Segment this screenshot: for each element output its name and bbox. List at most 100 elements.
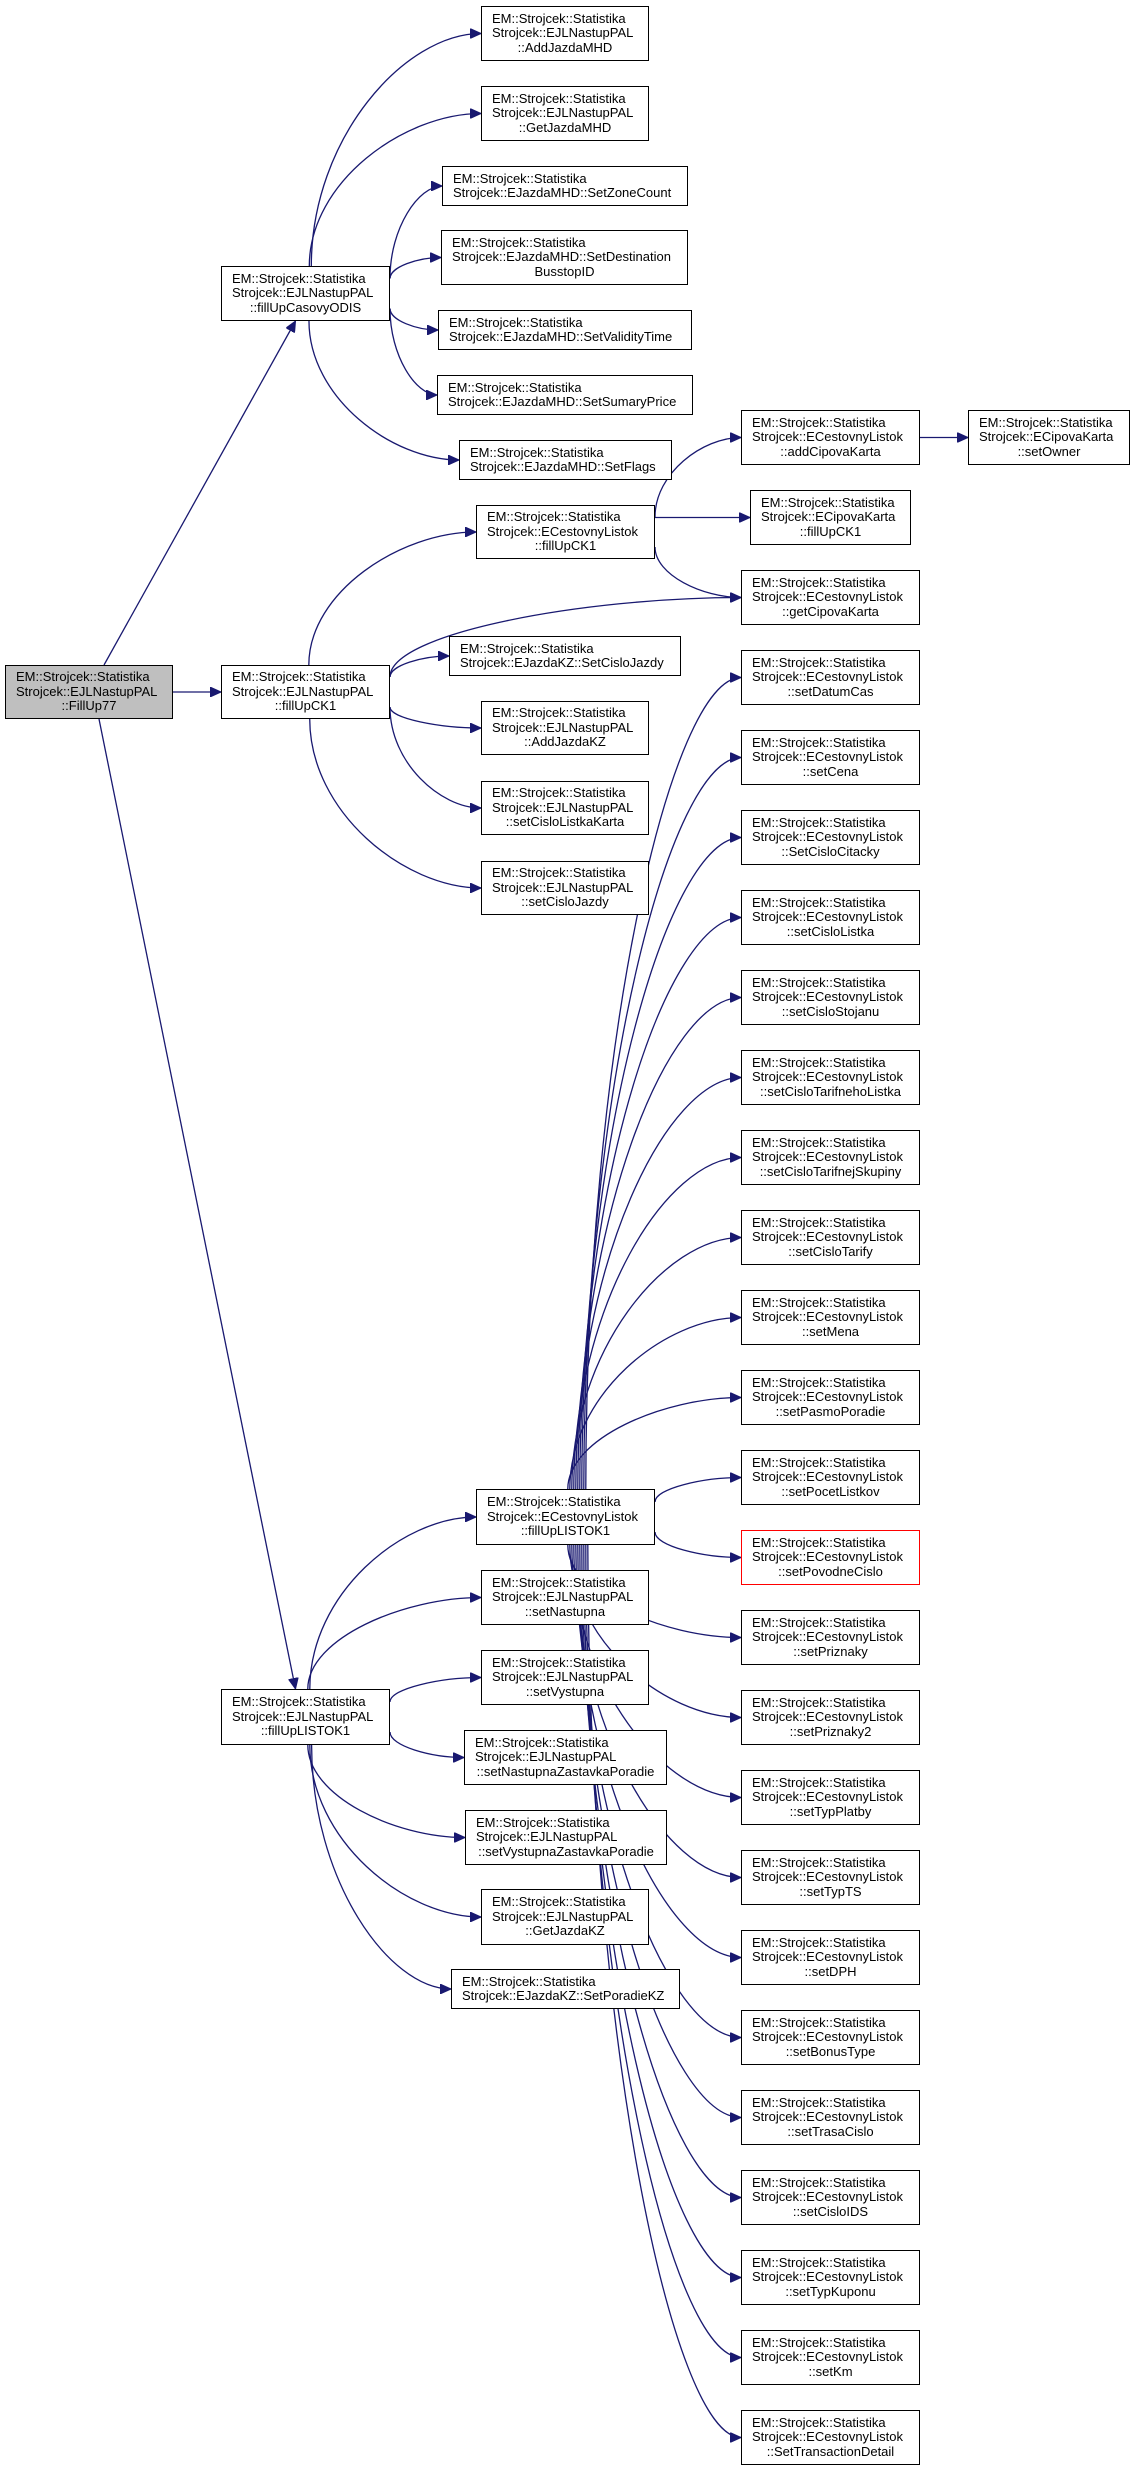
node-label-line: EM::Strojcek::Statistika xyxy=(453,170,587,186)
node-label-line: EM::Strojcek::Statistika xyxy=(492,1654,626,1670)
call-edge-listok-getKZ xyxy=(309,1744,481,1917)
node-label-line: ::setKm xyxy=(808,2363,853,2379)
node-label-line: ::setTypTS xyxy=(799,1883,862,1899)
node-label-line: EM::Strojcek::Statistika xyxy=(752,654,886,670)
call-edge-ck1-kzCislo xyxy=(389,656,449,678)
node-label-line: Strojcek::EJazdaKZ::SetCisloJazdy xyxy=(460,655,664,670)
call-edge-eclL-r4 xyxy=(577,998,741,1490)
node-label-line: EM::Strojcek::Statistika xyxy=(752,894,886,910)
call-edge-eclL-r10 xyxy=(654,1478,741,1503)
node-label-line: EM::Strojcek::Statistika xyxy=(487,1494,621,1510)
node-label-line: Strojcek::ECestovnyListok xyxy=(487,523,639,539)
node-label-line: EM::Strojcek::Statistika xyxy=(752,2414,886,2430)
node-label-line: Strojcek::ECestovnyListok xyxy=(752,1949,904,1965)
node-label-line: EM::Strojcek::Statistika xyxy=(462,1973,596,1989)
node-label-line: EM::Strojcek::Statistika xyxy=(752,1454,886,1470)
node-label-line: ::setVystupnaZastavkaPoradie xyxy=(478,1843,654,1859)
node-label-line: EM::Strojcek::Statistika xyxy=(752,1854,886,1870)
node-label-line: Strojcek::EJLNastupPAL xyxy=(232,1708,374,1724)
node-label-line: EM::Strojcek::Statistika xyxy=(752,1214,886,1230)
node-label-line: ::setPriznaky xyxy=(793,1643,868,1659)
node-label-line: EM::Strojcek::Statistika xyxy=(460,640,594,656)
node-label-line: ::AddJazdaMHD xyxy=(517,39,613,55)
node-label-line: ::fillUpCK1 xyxy=(534,538,597,554)
node-label-line: ::setCisloTarifnejSkupiny xyxy=(759,1163,902,1179)
node-label-line: Strojcek::ECestovnyListok xyxy=(752,1869,904,1885)
node-label-line: ::setCisloListka xyxy=(786,923,875,939)
node-label-line: Strojcek::ECestovnyListok xyxy=(752,1309,904,1325)
node-label-line: EM::Strojcek::Statistika xyxy=(752,2254,886,2270)
node-label-line: ::setCena xyxy=(802,763,859,779)
node-label-line: EM::Strojcek::Statistika xyxy=(487,509,621,525)
node-label-line: ::fillUpCK1 xyxy=(274,698,337,714)
node-label-line: Strojcek::ECestovnyListok xyxy=(487,1508,639,1524)
node-label-line: Strojcek::EJazdaMHD::SetSumaryPrice xyxy=(448,394,677,409)
node-label-line: ::GetJazdaMHD xyxy=(518,119,612,135)
call-edge-ck1-eclCK1 xyxy=(308,532,476,666)
call-edge-odis-getMHD xyxy=(308,114,481,267)
node-label-line: EM::Strojcek::Statistika xyxy=(449,314,583,330)
node-label-line: EM::Strojcek::Statistika xyxy=(492,865,626,881)
node-label-line: ::setTypPlatby xyxy=(789,1803,872,1819)
call-edge-listok-nastZ xyxy=(389,1731,464,1758)
call-edge-ck1-cisloLK xyxy=(389,706,481,808)
node-label-line: Strojcek::ECestovnyListok xyxy=(752,1549,904,1565)
node-label-line: Strojcek::EJazdaKZ::SetPoradieKZ xyxy=(462,1988,665,2003)
node-label-line: Strojcek::EJazdaMHD::SetValidityTime xyxy=(449,329,673,344)
call-edge-eclL-r3 xyxy=(579,918,741,1490)
call-edge-eclL-r19 xyxy=(581,1544,741,2198)
node-label-line: ::setCisloJazdy xyxy=(521,894,609,910)
node-label-line: EM::Strojcek::Statistika xyxy=(232,669,366,685)
node-label-line: Strojcek::ECestovnyListok xyxy=(752,429,904,445)
